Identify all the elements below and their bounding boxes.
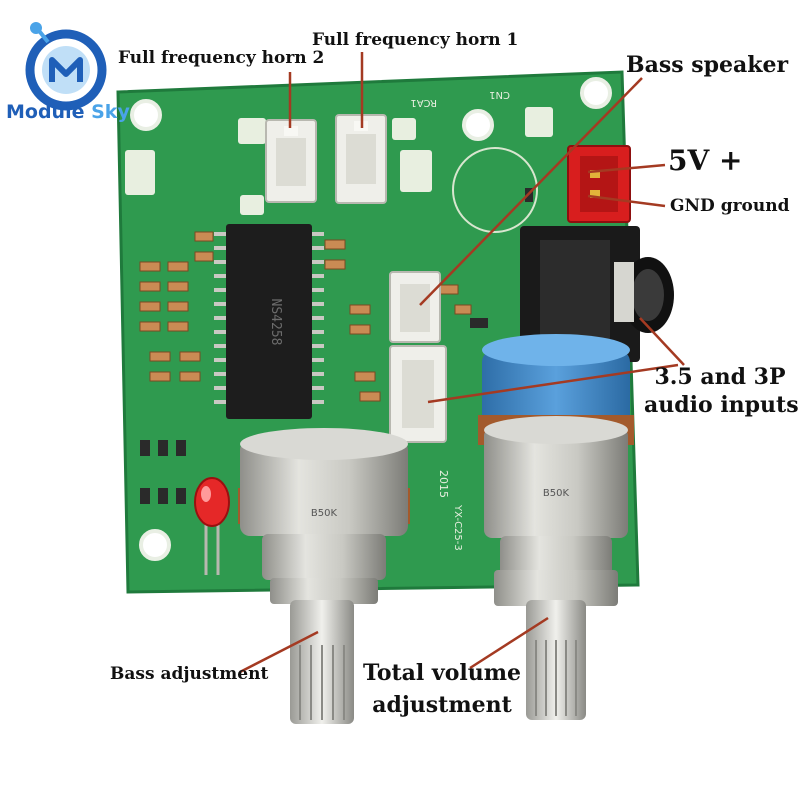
- pot-metal-can: [484, 428, 628, 538]
- silk-pad: [392, 118, 416, 140]
- audio-3p-pointer: [427, 363, 679, 404]
- pot-left-marking: B50K: [311, 508, 338, 519]
- mount-hole: [130, 99, 162, 131]
- volume-potentiometer: B50K: [478, 334, 634, 720]
- label-volume-line1: Total volume: [362, 660, 522, 686]
- label-bass-speaker: Bass speaker: [626, 52, 789, 78]
- label-horn1: Full frequency horn 1: [312, 30, 519, 50]
- brand-logo-icon: [25, 22, 107, 111]
- silk-circle: [452, 147, 538, 233]
- silk-pad: [525, 107, 553, 137]
- silk-cn-label: CN1: [489, 89, 510, 100]
- audio-jack: [520, 226, 674, 362]
- bass-potentiometer: B50K: [238, 428, 410, 724]
- label-audio-line2: audio inputs: [644, 392, 799, 418]
- power-connector: [567, 145, 631, 223]
- silk-rca-label: RCA1: [410, 97, 437, 108]
- pot-right-marking: B50K: [543, 488, 570, 499]
- label-5v: 5V +: [668, 144, 743, 177]
- silk-pad: [125, 150, 155, 195]
- bass-adj-pointer: [239, 630, 319, 674]
- brand-name-part1: Module: [6, 101, 85, 123]
- bass-speaker-pointer: [419, 77, 643, 306]
- bass-speaker-connector: [389, 271, 441, 343]
- mount-hole: [462, 109, 494, 141]
- smd-components: [139, 231, 472, 402]
- gnd-pointer: [587, 194, 666, 208]
- label-bass-adjustment: Bass adjustment: [110, 664, 269, 684]
- horn2-connector: [265, 119, 317, 203]
- chip-body: [226, 224, 312, 419]
- brand-name-part2: Sky: [91, 101, 130, 123]
- jack-pointer: [639, 317, 685, 366]
- silk-year-label: 2015: [437, 470, 450, 498]
- volume-pointer: [469, 616, 549, 670]
- silk-pad: [240, 195, 264, 215]
- red-led: [194, 477, 230, 575]
- label-horn2: Full frequency horn 2: [118, 48, 325, 68]
- mount-hole: [139, 529, 171, 561]
- pot-blue-cap: [482, 350, 630, 430]
- annotation-lines: [239, 52, 685, 674]
- pot-metal-can: [240, 440, 408, 536]
- brand-name: Module Sky: [6, 101, 130, 123]
- silk-model-label: YX-C25-3: [452, 504, 463, 551]
- chip-marking: NS4258: [268, 299, 283, 346]
- audio-3p-connector: [389, 345, 447, 443]
- silk-pad: [238, 118, 266, 144]
- label-gnd: GND ground: [670, 196, 790, 216]
- label-audio-line1: 3.5 and 3P: [654, 364, 786, 390]
- amplifier-chip: NS4258: [214, 224, 324, 419]
- label-volume-line2: adjustment: [372, 692, 512, 718]
- v5-pointer: [587, 163, 666, 174]
- mount-hole: [580, 77, 612, 109]
- horn1-connector: [335, 114, 387, 204]
- silk-pad: [400, 150, 432, 192]
